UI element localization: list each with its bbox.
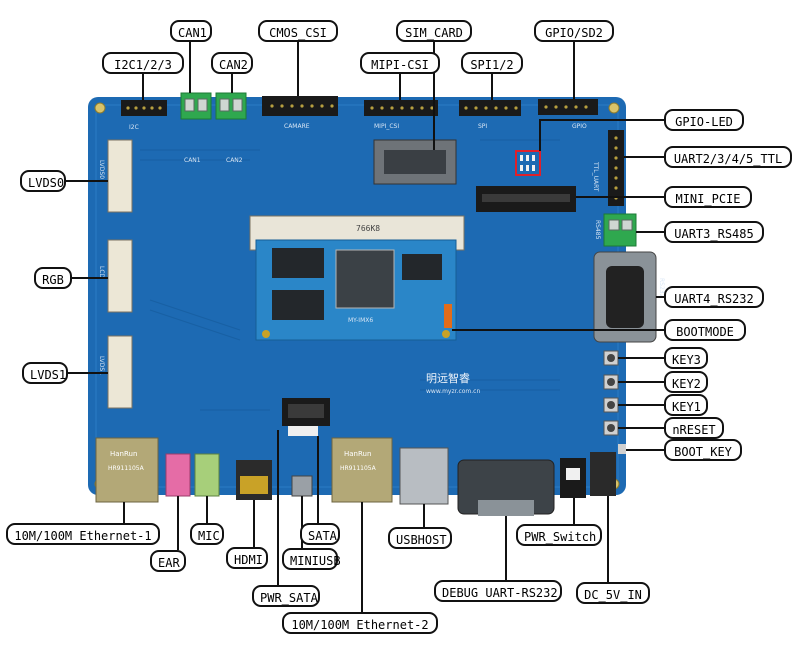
silk-can1: CAN1 xyxy=(184,157,201,164)
silk-jack-model-2: HR911105A xyxy=(340,465,377,472)
silk-lvds0: LVDS0 xyxy=(98,160,105,179)
label-can1: CAN1 xyxy=(170,20,212,42)
soc-chip xyxy=(335,249,395,309)
label-uart-ttl: UART2/3/4/5_TTL xyxy=(664,146,792,168)
silk-camare: CAMARE xyxy=(284,123,310,130)
silk-ttl-uart: TTL_UART xyxy=(592,161,599,192)
eth1-jack xyxy=(95,437,159,503)
label-gpio-led: GPIO-LED xyxy=(664,109,744,131)
silk-brand: 明远智睿 xyxy=(426,371,470,385)
silk-lvds1: LVDS1 xyxy=(98,356,105,375)
silk-rs232: RS232 xyxy=(658,278,665,298)
label-miniusb: MINIUSB xyxy=(282,548,341,570)
silk-som-model: MY-IMX6 xyxy=(348,317,373,324)
label-ear: EAR xyxy=(150,550,186,572)
label-mini-pcie: MINI_PCIE xyxy=(664,186,752,208)
silk-gpio: GPIO xyxy=(572,123,587,130)
label-mipi-csi: MIPI-CSI xyxy=(360,52,440,74)
label-sim-card: SIM_CARD xyxy=(396,20,472,42)
ear-jack xyxy=(165,453,191,497)
label-rgb: RGB xyxy=(34,267,72,289)
label-spi: SPI1/2 xyxy=(461,52,523,74)
label-bootmode: BOOTMODE xyxy=(664,319,746,341)
silk-i2c: I2C xyxy=(129,124,139,131)
label-gpio-sd2: GPIO/SD2 xyxy=(534,20,614,42)
eth2-jack xyxy=(331,437,393,503)
silk-jack-brand-1: HanRun xyxy=(110,450,137,458)
lcd-connector xyxy=(107,239,133,313)
label-lvds0: LVDS0 xyxy=(20,170,66,192)
silk-spi: SPI xyxy=(478,123,487,130)
label-mic: MIC xyxy=(190,523,224,545)
gpio-header xyxy=(538,99,598,115)
silk-som-code: 766K8 xyxy=(356,224,380,233)
label-usbhost: USBHOST xyxy=(388,527,452,549)
silk-jack-model-1: HR911105A xyxy=(108,465,145,472)
label-eth2: 10M/100M Ethernet-2 xyxy=(282,612,438,634)
silk-lcd: LCD xyxy=(98,266,105,279)
label-sata: SATA xyxy=(300,523,340,545)
label-lvds1: LVDS1 xyxy=(22,362,68,384)
boot-key xyxy=(618,444,626,454)
label-i2c: I2C1/2/3 xyxy=(102,52,184,74)
ram-chip-2 xyxy=(272,290,324,320)
label-key3: KEY3 xyxy=(664,347,708,369)
label-pwr-switch: PWR_Switch xyxy=(516,524,602,546)
spi-header xyxy=(459,100,521,116)
label-uart3-rs485: UART3_RS485 xyxy=(664,221,764,243)
label-debug-uart: DEBUG UART-RS232 xyxy=(434,580,562,602)
label-uart4-rs232: UART4_RS232 xyxy=(664,286,764,308)
label-boot-key: BOOT_KEY xyxy=(664,439,742,461)
silk-mipi-csi: MIPI_CSI xyxy=(374,123,399,130)
dc-jack xyxy=(590,452,616,496)
label-key1: KEY1 xyxy=(664,394,708,416)
label-pwr-sata: PWR_SATA xyxy=(252,585,320,607)
usbhost-port xyxy=(399,447,449,505)
sata-power xyxy=(288,426,318,436)
silk-jack-brand-2: HanRun xyxy=(344,450,371,458)
gpio-led-highlight xyxy=(515,150,541,176)
silk-rs485: RS485 xyxy=(594,220,601,240)
lvds1-connector xyxy=(107,335,133,409)
label-nreset: nRESET xyxy=(664,417,724,439)
bootmode-switch xyxy=(444,304,452,328)
label-eth1: 10M/100M Ethernet-1 xyxy=(6,523,160,545)
silk-can2: CAN2 xyxy=(226,157,243,164)
label-key2: KEY2 xyxy=(664,371,708,393)
label-cmos-csi: CMOS_CSI xyxy=(258,20,338,42)
miniusb-port xyxy=(291,475,313,497)
silk-url: www.myzr.com.cn xyxy=(426,388,480,395)
label-can2: CAN2 xyxy=(211,52,253,74)
mic-jack xyxy=(194,453,220,497)
lvds0-connector xyxy=(107,139,133,213)
ram-chip-1 xyxy=(272,248,324,278)
label-dc-5v-in: DC_5V_IN xyxy=(576,582,650,604)
camera-header xyxy=(262,96,338,116)
label-hdmi: HDMI xyxy=(226,547,268,569)
